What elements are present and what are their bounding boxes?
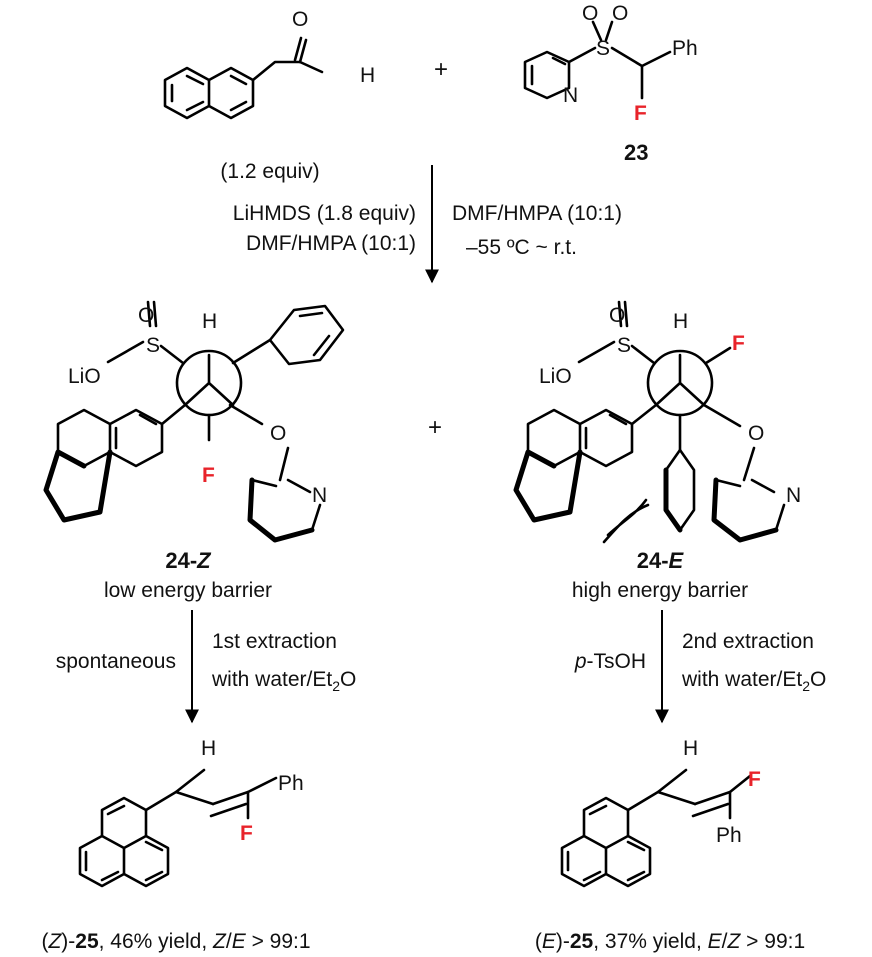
24e-label-letter: E — [669, 548, 685, 573]
intermediate-24e-structure — [513, 300, 786, 544]
e25-ph: Ph — [716, 824, 742, 847]
step2-right-line2-pre: with water/Et — [681, 668, 802, 691]
e25-fluorine: F — [748, 768, 761, 791]
step2-right-reagent-rest: -TsOH — [587, 650, 647, 673]
24e-s: S — [617, 334, 631, 357]
e25-cap-yield: , 37% yield, — [593, 930, 707, 953]
e25-cap-ratio-b: Z — [727, 930, 742, 953]
e25-cap-ratio-a: E — [708, 930, 723, 953]
aldehyde-equiv: (1.2 equiv) — [220, 160, 319, 183]
sulfone-o2: O — [612, 2, 628, 25]
step2-right-line2-post: O — [810, 668, 826, 691]
aldehyde-oxygen: O — [292, 8, 308, 31]
24z-fluorine: F — [202, 464, 215, 487]
step2-right-line2-sub: 2 — [802, 678, 810, 694]
e25-cap-slash: / — [722, 930, 728, 953]
sulfone-s: S — [596, 37, 610, 60]
24e-o-ether: O — [748, 422, 764, 445]
24e-label-num: 24- — [637, 548, 669, 573]
step1-right-line2: –55 ºC ~ r.t. — [466, 236, 577, 259]
24z-caption: low energy barrier — [104, 579, 272, 602]
product-z25-structure — [78, 768, 278, 888]
24e-label: 24-E — [637, 548, 685, 573]
e25-cap-close: )- — [556, 930, 570, 953]
step2-left-line2-pre: with water/Et — [211, 668, 332, 691]
product-e25-structure — [560, 768, 752, 888]
e25-cap-open: ( — [535, 930, 542, 953]
e25-cap-num: 25 — [570, 930, 594, 953]
24z-lio: LiO — [68, 365, 101, 388]
24e-fluorine: F — [732, 332, 745, 355]
24e-n: N — [786, 484, 801, 507]
24e-h: H — [673, 310, 688, 333]
z25-cap-slash: / — [226, 930, 232, 953]
z25-cap-yield: , 46% yield, — [99, 930, 213, 953]
24z-h: H — [202, 310, 217, 333]
step2-left-line1: 1st extraction — [212, 630, 337, 653]
24z-n: N — [312, 484, 327, 507]
z25-fluorine: F — [240, 822, 253, 845]
24z-o-ether: O — [270, 422, 286, 445]
e25-cap-tail: > 99:1 — [740, 930, 805, 953]
24z-label-letter: Z — [196, 548, 212, 573]
intermediate-plus: + — [428, 414, 442, 441]
step2-left-reagent: spontaneous — [56, 650, 176, 673]
aldehyde-hydrogen: H — [360, 64, 375, 87]
z25-cap-open: ( — [41, 930, 48, 953]
e25-cap-iso: E — [542, 930, 557, 953]
z25-cap-ratio-b: E — [232, 930, 247, 953]
step2-left-line2: with water/Et2O — [211, 668, 356, 694]
step2-left-line2-post: O — [340, 668, 356, 691]
24z-o-top: O — [138, 304, 154, 327]
24z-label: 24-Z — [165, 548, 212, 573]
step2-right-line1: 2nd extraction — [682, 630, 814, 653]
step2-right-reagent-p: p — [574, 650, 587, 673]
sulfone-fluorine: F — [634, 102, 647, 125]
step2-right-reagent: p-TsOH — [574, 650, 646, 673]
sulfone-n: N — [563, 84, 578, 107]
24e-caption: high energy barrier — [572, 579, 748, 602]
24z-s: S — [146, 334, 160, 357]
step2-left-line2-sub: 2 — [332, 678, 340, 694]
z25-cap-ratio-a: Z — [212, 930, 227, 953]
reactant-plus: + — [434, 56, 448, 83]
z25-caption: (Z)-25, 46% yield, Z/E > 99:1 — [41, 930, 310, 953]
sulfone-ph: Ph — [672, 37, 698, 60]
24e-lio: LiO — [539, 365, 572, 388]
z25-cap-iso: Z — [47, 930, 62, 953]
step1-left-line2: DMF/HMPA (10:1) — [246, 232, 416, 255]
sulfone-o1: O — [582, 2, 598, 25]
sulfone-structure — [523, 20, 672, 100]
z25-h: H — [201, 737, 216, 760]
z25-cap-num: 25 — [75, 930, 99, 953]
z25-cap-tail: > 99:1 — [246, 930, 311, 953]
naphthaldehyde-structure — [163, 36, 324, 120]
24e-o-top: O — [609, 304, 625, 327]
z25-cap-close: )- — [61, 930, 75, 953]
24z-label-num: 24- — [165, 548, 197, 573]
compound-23-label: 23 — [624, 140, 648, 165]
e25-h: H — [683, 737, 698, 760]
intermediate-24z-structure — [43, 300, 345, 543]
step1-right-line1: DMF/HMPA (10:1) — [452, 202, 622, 225]
z25-ph: Ph — [278, 772, 304, 795]
e25-caption: (E)-25, 37% yield, E/Z > 99:1 — [535, 930, 805, 953]
step1-left-line1: LiHMDS (1.8 equiv) — [233, 202, 416, 225]
step2-right-line2: with water/Et2O — [681, 668, 826, 694]
